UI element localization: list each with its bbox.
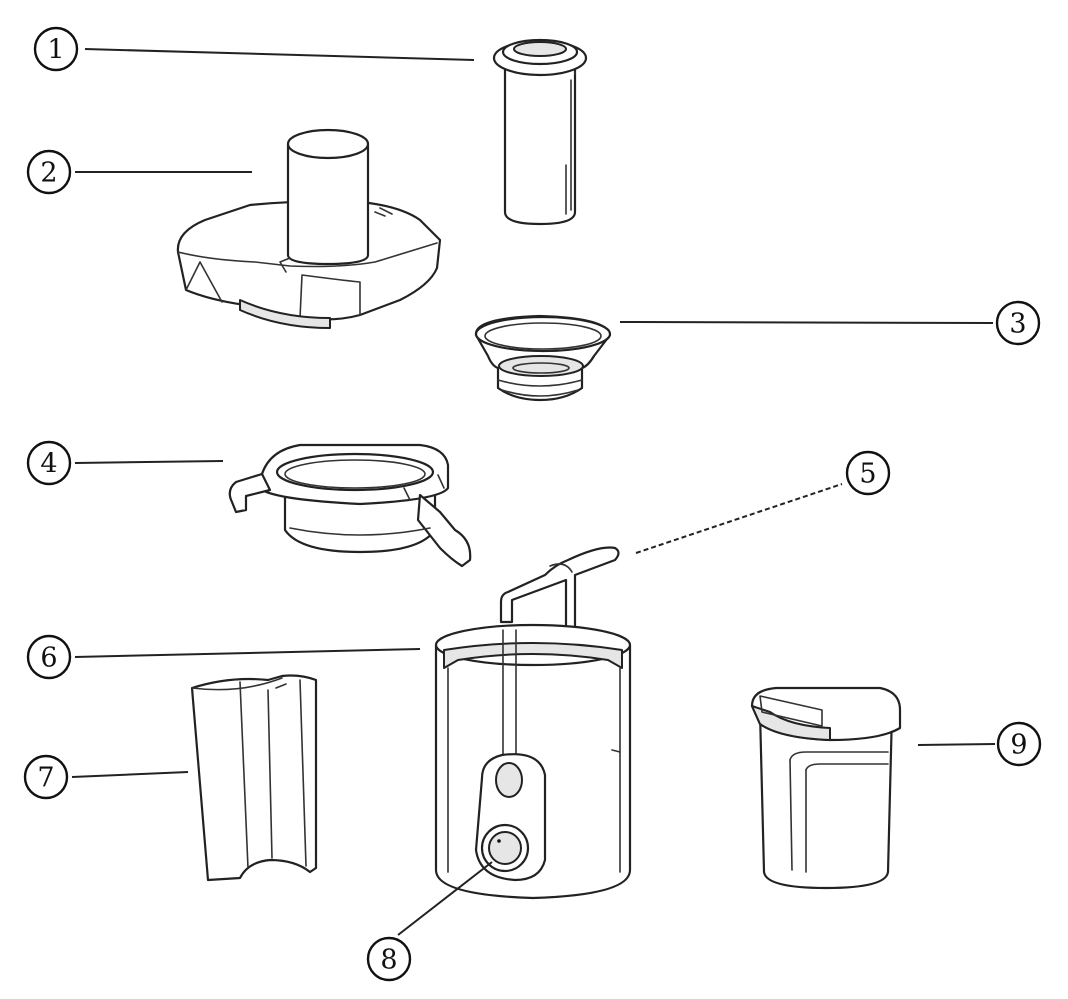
callout-label-8: 8: [380, 945, 397, 976]
leader-line-9: [917, 743, 996, 746]
motor-base-part: [434, 623, 632, 900]
callout-7: 7: [23, 754, 69, 800]
callout-8: 8: [366, 936, 412, 982]
callout-2: 2: [26, 149, 72, 195]
callout-label-4: 4: [40, 449, 57, 480]
leader-line-6: [74, 648, 421, 658]
callout-4: 4: [26, 440, 72, 486]
callout-9: 9: [996, 721, 1042, 767]
leader-line-3: [619, 321, 994, 324]
leader-line-1: [84, 48, 475, 61]
callout-label-3: 3: [1009, 309, 1026, 340]
leader-lines: [71, 48, 996, 936]
callout-label-9: 9: [1010, 730, 1027, 761]
filter-holder-part: [228, 443, 472, 568]
leader-line-4: [74, 460, 224, 464]
callout-label-7: 7: [37, 763, 54, 794]
callout-1: 1: [33, 26, 79, 72]
lid-feed-chute-part: [176, 128, 442, 329]
leader-line-7: [71, 771, 189, 778]
food-pusher-part: [492, 38, 588, 226]
filter-basket-part: [474, 314, 612, 402]
leader-line-5: [635, 483, 843, 554]
callout-label-1: 1: [47, 35, 64, 66]
callout-label-5: 5: [859, 459, 876, 490]
callout-label-2: 2: [40, 158, 57, 189]
callout-label-6: 6: [40, 643, 57, 674]
locking-arm-part: [499, 546, 620, 634]
callout-3: 3: [995, 300, 1041, 346]
pulp-container-part: [190, 674, 318, 882]
leader-line-8: [397, 861, 493, 936]
callout-5: 5: [845, 450, 891, 496]
callout-6: 6: [26, 634, 72, 680]
juice-jug-part: [750, 686, 902, 890]
